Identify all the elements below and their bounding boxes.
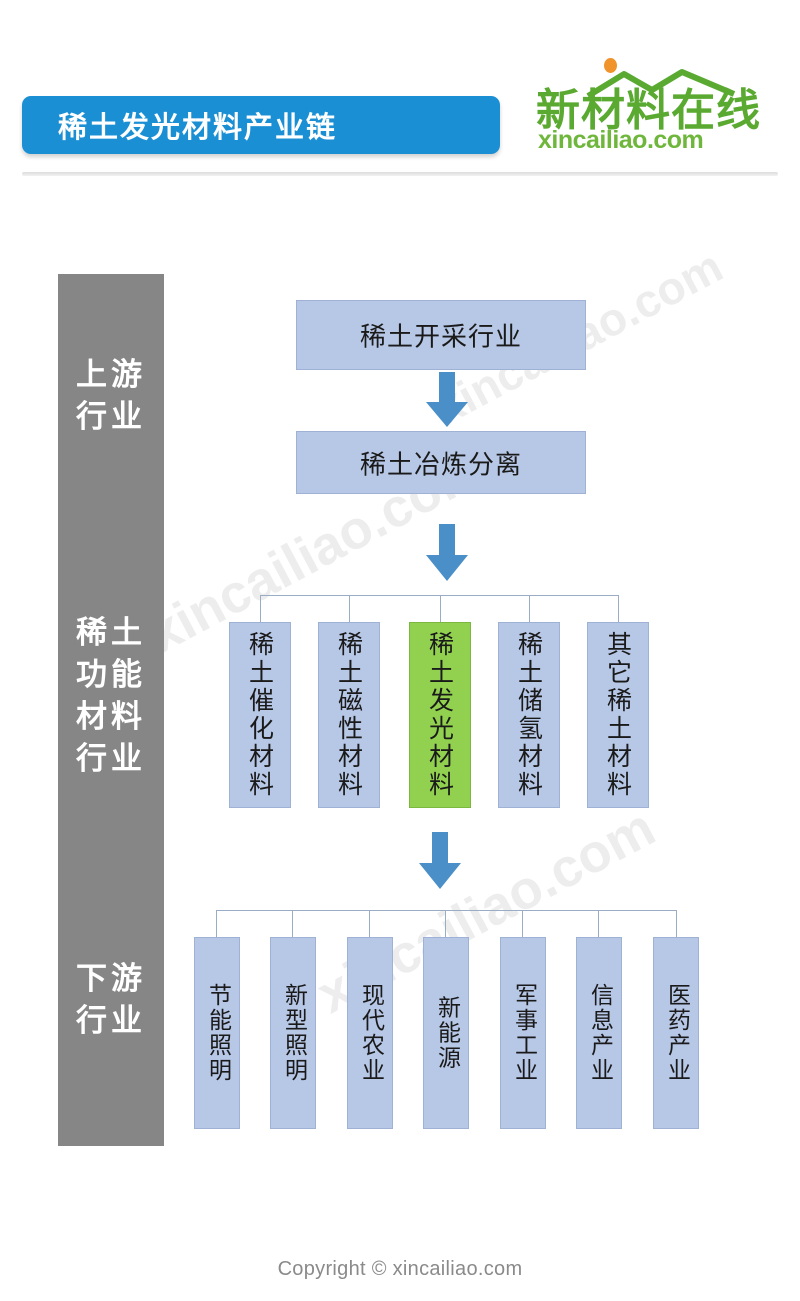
node-label: 信息产业 (586, 983, 613, 1083)
stage-label-line: 材料 (76, 699, 146, 734)
stage-label-line: 上游 (76, 357, 146, 392)
node-new-energy[interactable]: 新能源 (423, 937, 469, 1129)
connector-downstream-drop (445, 910, 446, 937)
stage-label-line: 行业 (76, 741, 146, 776)
node-catalytic[interactable]: 稀土催化材料 (229, 622, 291, 808)
site-logo[interactable]: 新材料在线 xincailiao.com (528, 58, 778, 162)
connector-materials-drop (440, 595, 441, 622)
logo-mark: 新材料在线 xincailiao.com (528, 58, 778, 154)
node-label: 医药产业 (663, 983, 690, 1083)
title-banner: 稀土发光材料产业链 (22, 96, 500, 154)
node-information-industry[interactable]: 信息产业 (576, 937, 622, 1129)
node-label: 稀土催化材料 (245, 631, 275, 799)
arrow-luminescent-to-downstream (419, 832, 461, 889)
roof-icon (586, 69, 736, 98)
node-label: 稀土磁性材料 (334, 631, 364, 799)
node-mining[interactable]: 稀土开采行业 (296, 300, 586, 370)
connector-materials-bus (260, 595, 618, 596)
stage-label-line: 行业 (76, 1003, 146, 1038)
connector-materials-drop (618, 595, 619, 622)
stage-label-functional-materials: 稀土 功能 材料 行业 (58, 612, 164, 780)
stage-bar: 上游 行业 稀土 功能 材料 行业 下游 行业 (58, 274, 164, 1146)
arrow-smelting-to-materials (426, 524, 468, 581)
node-label: 其它稀土材料 (603, 631, 633, 799)
node-label: 新能源 (433, 995, 460, 1071)
node-label: 稀土冶炼分离 (359, 450, 522, 480)
node-smelting[interactable]: 稀土冶炼分离 (296, 431, 586, 494)
connector-downstream-drop (369, 910, 370, 937)
stage-label-line: 功能 (76, 657, 146, 692)
stage-label-downstream: 下游 行业 (58, 958, 164, 1042)
node-energy-saving-lighting[interactable]: 节能照明 (194, 937, 240, 1129)
stage-label-line: 行业 (76, 399, 146, 434)
logo-name-cn: 新材料在线 (536, 85, 761, 136)
connector-downstream-drop (676, 910, 677, 937)
node-label: 新型照明 (280, 983, 307, 1083)
node-label: 稀土储氢材料 (514, 631, 544, 799)
node-luminescent[interactable]: 稀土发光材料 (409, 622, 471, 808)
node-magnetic[interactable]: 稀土磁性材料 (318, 622, 380, 808)
node-label: 稀土开采行业 (359, 322, 522, 353)
node-pharmaceutical-industry[interactable]: 医药产业 (653, 937, 699, 1129)
page-title: 稀土发光材料产业链 (58, 112, 338, 144)
connector-materials-drop (349, 595, 350, 622)
footer-copyright: Copyright © xincailiao.com (277, 1258, 523, 1280)
connector-materials-drop (260, 595, 261, 622)
connector-downstream-drop (598, 910, 599, 937)
node-military-industry[interactable]: 军事工业 (500, 937, 546, 1129)
connector-downstream-drop (522, 910, 523, 937)
node-label: 节能照明 (204, 983, 231, 1083)
sun-icon (604, 58, 617, 73)
connector-materials-drop (529, 595, 530, 622)
node-label: 稀土发光材料 (425, 631, 455, 799)
node-label: 现代农业 (357, 983, 384, 1083)
node-modern-agriculture[interactable]: 现代农业 (347, 937, 393, 1129)
stage-label-upstream: 上游 行业 (58, 354, 164, 438)
connector-downstream-bus (216, 910, 676, 911)
node-other-rare-earth[interactable]: 其它稀土材料 (587, 622, 649, 808)
page-header: 稀土发光材料产业链 新材料在线 xincailiao.com (0, 0, 800, 190)
stage-label-line: 稀土 (76, 615, 146, 650)
node-hydrogen-storage[interactable]: 稀土储氢材料 (498, 622, 560, 808)
logo-url: xincailiao.com (538, 126, 704, 154)
header-divider (22, 172, 778, 176)
arrow-mining-to-smelting (426, 372, 468, 427)
connector-downstream-drop (216, 910, 217, 937)
node-label: 军事工业 (510, 983, 537, 1083)
stage-label-line: 下游 (76, 961, 146, 996)
connector-downstream-drop (292, 910, 293, 937)
node-new-lighting[interactable]: 新型照明 (270, 937, 316, 1129)
